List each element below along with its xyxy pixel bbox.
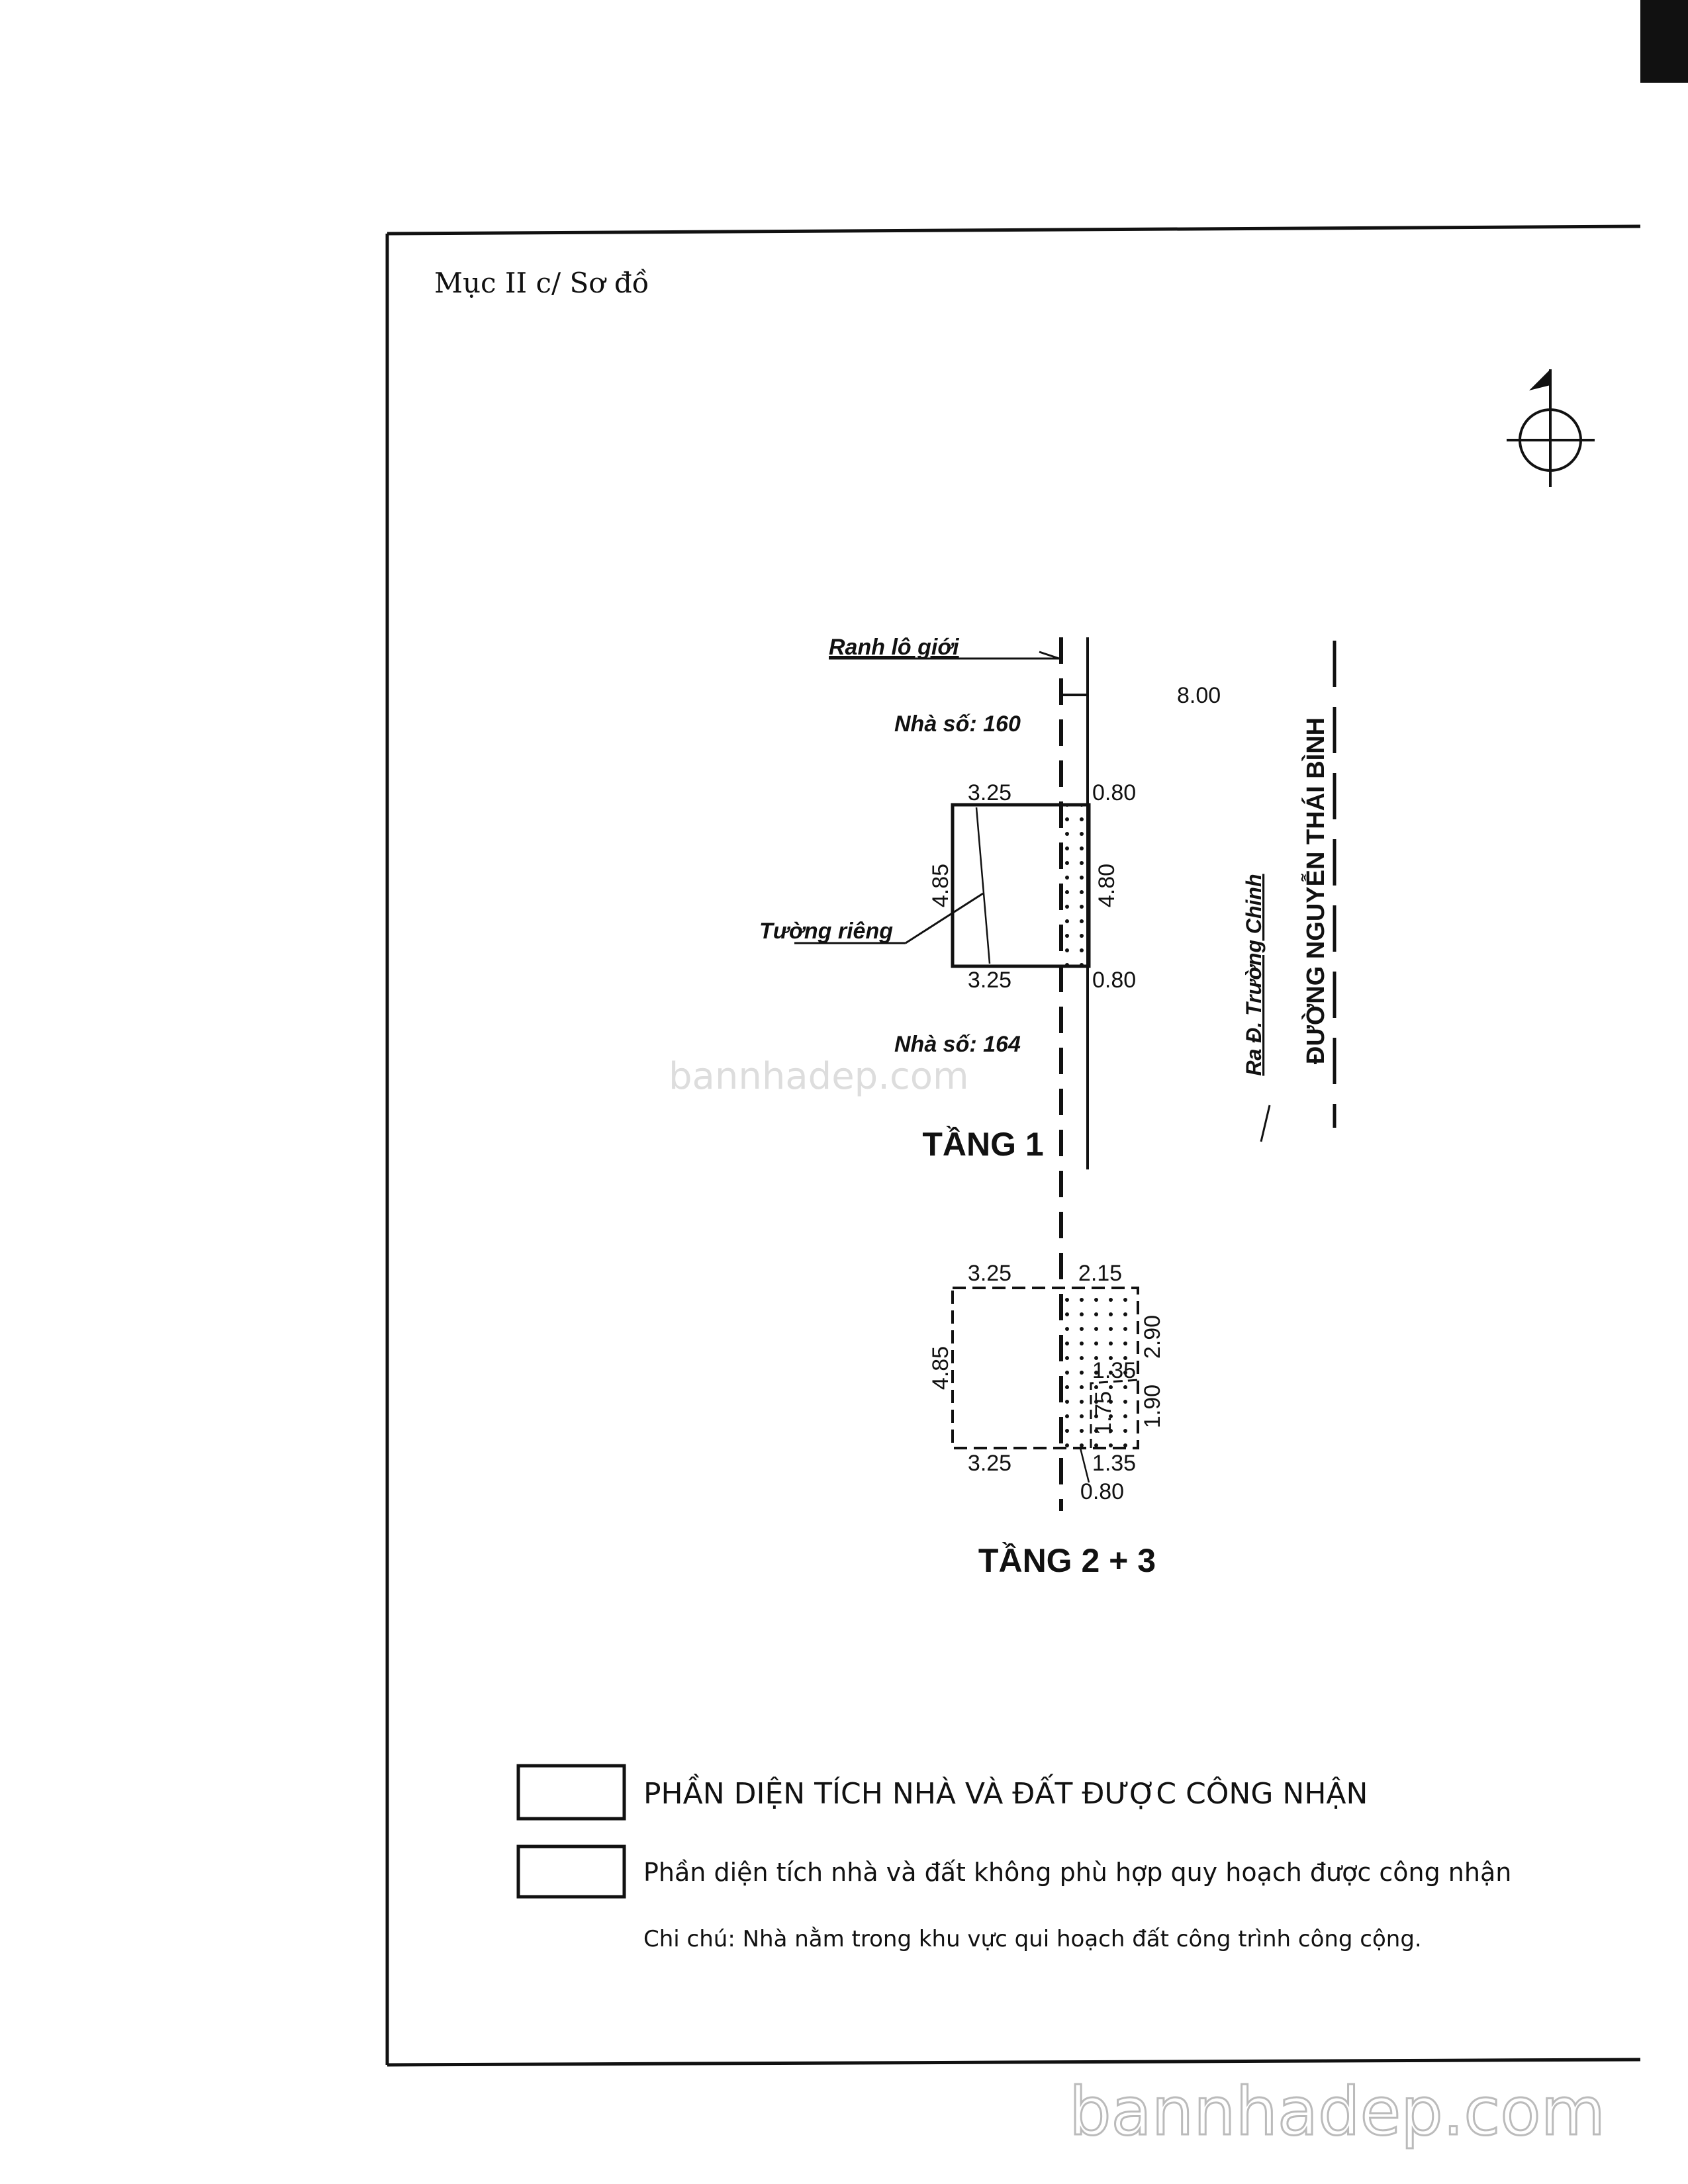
floor23-width-top: 3.25 [968, 1261, 1011, 1286]
watermark-center: bannhadep.com [669, 1055, 969, 1098]
floor23-inner-depth: 1.75 [1091, 1391, 1116, 1435]
neighbor-south-label: Nhà số: 164 [894, 1032, 1021, 1057]
floor1-width-bottom: 3.25 [968, 968, 1011, 993]
floor1-outline [951, 803, 1091, 968]
floor23-depth-left: 4.85 [928, 1346, 953, 1390]
floor1-ext-top: 0.80 [1092, 780, 1136, 805]
floor23-depth-upper: 2.90 [1140, 1315, 1165, 1359]
floor23-noncompliant-area [1061, 1288, 1138, 1448]
legend-note: Chi chú: Nhà nằm trong khu vực qui hoạch… [643, 1926, 1422, 1952]
legend-recognized-label: PHẦN DIỆN TÍCH NHÀ VÀ ĐẤT ĐƯỢC CÔNG NHẬN [643, 1773, 1368, 1811]
boundary-label: Ranh lô giới [829, 635, 960, 660]
section-label: Mục II c/ Sơ đồ [434, 267, 649, 299]
drawing-frame [385, 224, 1641, 2067]
floor23-inner-width: 1.35 [1092, 1358, 1136, 1383]
legend-swatch-noncompliant [516, 1844, 626, 1899]
north-arrow-icon [1507, 369, 1595, 487]
floor1-depth-right: 4.80 [1094, 864, 1119, 907]
floor23-ext-bottom: 1.35 [1092, 1451, 1136, 1476]
legend-swatch-recognized [516, 1764, 626, 1821]
floor1-plan [794, 803, 1091, 968]
private-wall-label: Tường riêng [759, 919, 893, 944]
floor23-ext-top: 2.15 [1078, 1261, 1122, 1286]
floor23-plan [951, 1287, 1139, 1483]
floor23-depth-lower: 1.90 [1140, 1385, 1165, 1428]
floor1-title: TẦNG 1 [922, 1126, 1043, 1163]
legend-noncompliant-label: Phần diện tích nhà và đất không phù hợp … [643, 1858, 1511, 1887]
floor23-width-bottom: 3.25 [968, 1451, 1011, 1476]
road-name: ĐƯỜNG NGUYỄN THÁI BÌNH [1301, 717, 1330, 1064]
floor1-width-top: 3.25 [968, 780, 1011, 805]
side-road-label: Ra Đ. Trường Chinh [1242, 874, 1266, 1075]
floor23-title: TẦNG 2 + 3 [978, 1542, 1156, 1579]
neighbor-north-label: Nhà số: 160 [894, 711, 1021, 737]
floor1-noncompliant-area [1061, 805, 1089, 966]
floor1-depth-left: 4.85 [928, 864, 953, 907]
watermark-bottom: bannhadep.com [1069, 2073, 1605, 2150]
road-width: 8.00 [1177, 683, 1221, 708]
floor1-ext-bottom: 0.80 [1092, 968, 1136, 993]
floor23-outline [951, 1287, 1139, 1449]
floor23-ext-offset: 0.80 [1080, 1479, 1124, 1504]
scan-edge [1640, 0, 1688, 83]
